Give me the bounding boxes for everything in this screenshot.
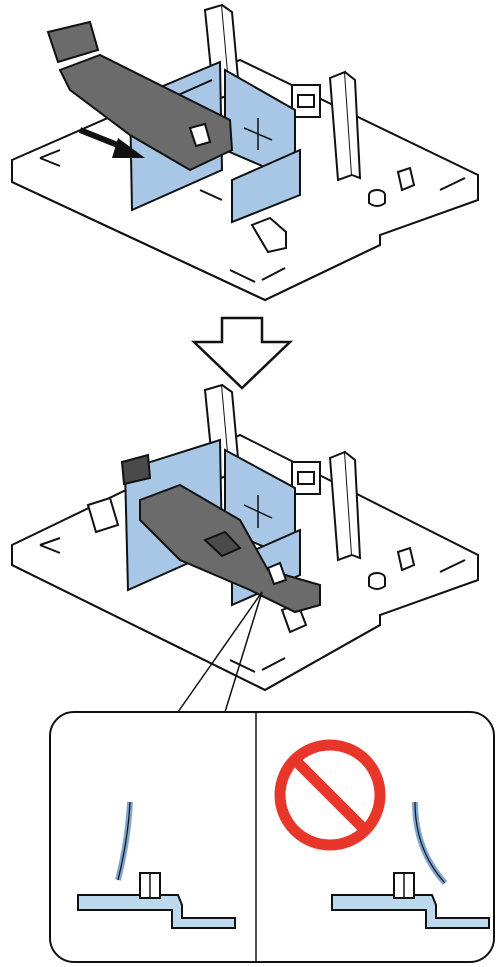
post-clip [398,168,414,190]
tray-assembly-after [12,385,478,690]
post-clip [398,548,414,570]
tray-assembly-before [12,5,478,300]
detail-box [50,712,494,962]
down-arrow-icon [194,318,290,388]
post-round [369,190,385,206]
post-round [369,573,385,589]
